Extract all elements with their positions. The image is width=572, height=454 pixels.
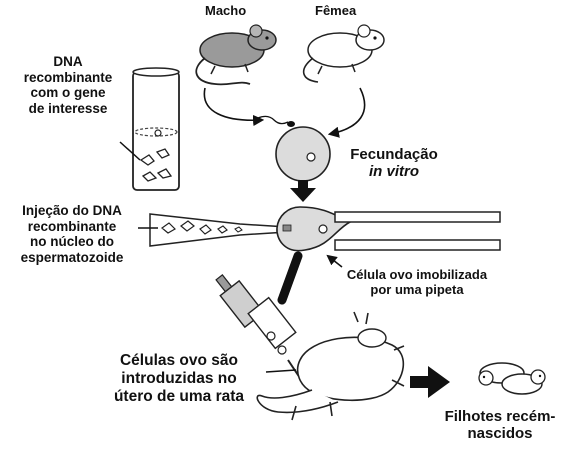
dna-label-line-3: com o gene <box>30 85 106 101</box>
uterus-label: Células ovo são introduzidas no útero de… <box>92 352 266 405</box>
right-arrow <box>410 366 450 398</box>
test-tube-icon <box>132 67 180 191</box>
fertilization-label: Fecundação in vitro <box>338 146 450 181</box>
injection-needle-icon <box>149 213 288 247</box>
dna-label: DNA recombinante com o gene de interesse <box>8 54 128 116</box>
down-arrow <box>290 180 316 202</box>
sperm-head <box>287 121 295 127</box>
sperm-tail <box>257 115 289 125</box>
uterus-label-line-1: Células ovo são <box>119 352 238 369</box>
fertilized-egg-icon <box>275 126 331 182</box>
fertilization-label-line-2: in vitro <box>368 163 419 181</box>
dna-label-line-2: recombinante <box>23 69 113 85</box>
newborn-label: Filhotes recém- nascidos <box>432 408 568 443</box>
egg-pointer-line <box>326 254 343 268</box>
male-to-egg-arrow <box>203 87 265 127</box>
uterus-pointer-line <box>265 369 297 373</box>
injection-label: Injeção do DNA recombinante no núcleo do… <box>4 203 140 265</box>
injection-label-line-2: recombinante <box>27 218 117 234</box>
egg-immobilized-label-line-2: por uma pipeta <box>370 281 464 297</box>
egg-immobilized-label: Célula ovo imobilizada por uma pipeta <box>338 267 496 298</box>
female-rat-supine-icon <box>256 311 405 421</box>
newborn-pups-icon <box>478 362 546 395</box>
male-label: Macho <box>205 3 247 18</box>
injection-label-line-1: Injeção do DNA <box>22 203 122 218</box>
uterus-label-line-2: introduzidas no <box>121 369 237 387</box>
holding-pipette-icon <box>334 211 501 251</box>
dna-pointer-line <box>119 141 141 161</box>
diagonal-down-arrow <box>277 251 303 305</box>
newborn-label-line-1: Filhotes recém- <box>444 408 556 425</box>
male-rat-icon <box>195 24 277 86</box>
female-label: Fêmea <box>315 3 357 18</box>
newborn-label-line-2: nascidos <box>467 425 533 443</box>
dna-label-line-1: DNA <box>53 54 83 69</box>
uterus-label-line-3: útero de uma rata <box>113 387 245 405</box>
female-to-egg-arrow <box>327 87 366 138</box>
injection-label-line-4: espermatozoide <box>20 249 124 265</box>
syringe-icon <box>215 274 301 379</box>
female-rat-icon <box>302 24 385 83</box>
dna-label-line-4: de interesse <box>28 100 108 116</box>
fertilization-label-line-1: Fecundação <box>350 146 438 163</box>
injection-label-line-3: no núcleo do <box>30 234 114 250</box>
egg-immobilized-label-line-1: Célula ovo imobilizada <box>346 267 488 282</box>
